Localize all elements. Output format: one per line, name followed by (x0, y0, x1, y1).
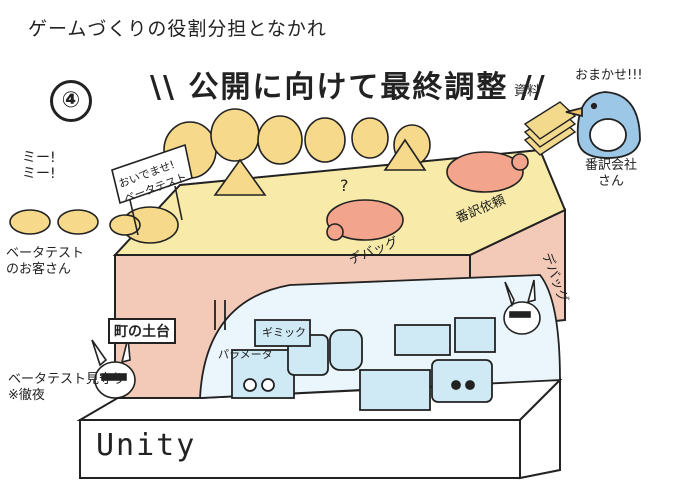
bird-mascot-icon (565, 91, 641, 159)
page-title: ゲームづくりの役割分担となかれ (28, 18, 327, 40)
mii-label: ミー! ミー! (22, 150, 56, 182)
question-mark: ? (340, 176, 349, 195)
machine-room (199, 274, 561, 411)
translation-company-label: 番訳会社 さん (585, 158, 638, 189)
tree-row (9, 108, 431, 244)
materials-label: 資料 (514, 84, 541, 99)
beta-guests-label: ベータテスト のお客さん (6, 246, 85, 277)
pig-debug (326, 199, 404, 241)
omakase-label: おまかせ!!! (575, 68, 643, 83)
gimmick-tag: ギミック (262, 326, 306, 339)
unity-label: Unity (96, 428, 197, 463)
rabbit-watch-icon (91, 337, 136, 399)
headline: \\ 公開に向けて最終調整 // (150, 70, 547, 105)
town-base-label: 町の土台 (114, 324, 170, 340)
beta-watch-label: ベータテスト見守り ※徹夜 (8, 372, 126, 403)
pig-translation (446, 151, 529, 193)
parameter-tag: パラメータ (218, 348, 273, 361)
step-number: ④ (50, 80, 92, 122)
town-base-sign: 町の土台 (108, 318, 176, 344)
rabbit-debug-icon (503, 279, 541, 335)
paper-stack-icon (523, 101, 577, 156)
beta-sign-board (111, 143, 193, 236)
